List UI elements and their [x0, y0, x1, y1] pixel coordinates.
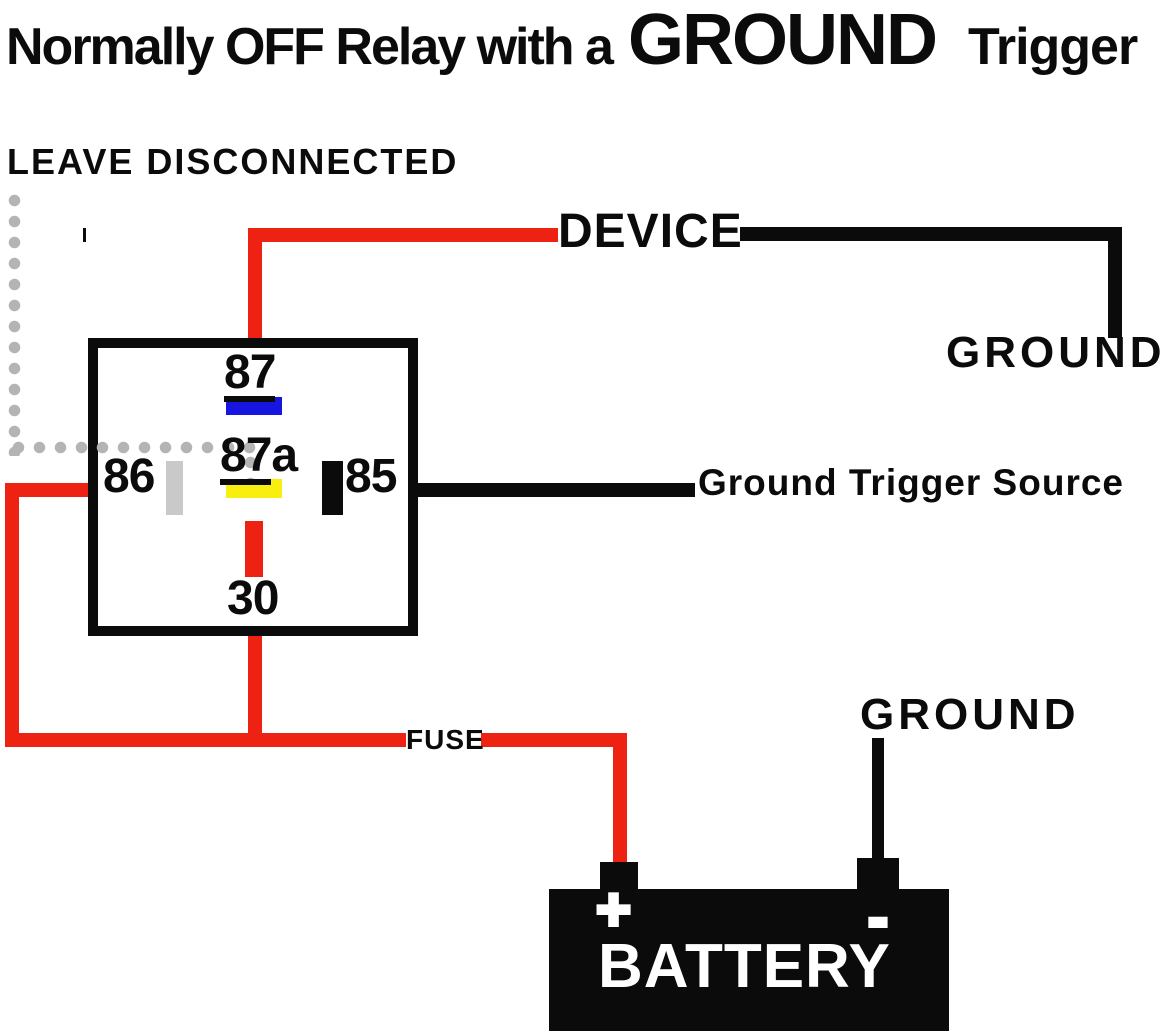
battery-label: BATTERY: [598, 932, 891, 1001]
device-ground-label: GROUND: [946, 328, 1166, 377]
battery-positive-terminal: [600, 862, 638, 892]
wire-red-bottom-left: [5, 733, 406, 747]
battery-positive-symbol: +: [594, 876, 633, 943]
wire-red-device: [250, 228, 558, 242]
wire-black-battery-ground: [872, 738, 884, 864]
pin-86-label: 86: [103, 450, 155, 503]
fuse-label: FUSE: [406, 724, 485, 755]
battery-negative-terminal: [857, 858, 899, 892]
pin-87-label: 87: [224, 349, 276, 402]
title-suffix: Trigger: [967, 18, 1138, 76]
wire-black-device-ground-drop: [1108, 227, 1122, 338]
wire-red-86: [5, 483, 93, 497]
device-label: DEVICE: [558, 205, 743, 258]
pin-30-label: 30: [227, 572, 279, 625]
wire-black-trigger: [415, 483, 695, 497]
wire-red-battery-drop: [613, 733, 627, 866]
wire-red-30-drop: [248, 630, 262, 747]
battery-box: [549, 889, 949, 1031]
pin-30-terminal: [245, 521, 263, 577]
wire-black-device-ground: [740, 227, 1122, 241]
stray-mark: [83, 228, 86, 242]
wire-red-left-vertical: [5, 483, 19, 747]
dotted-line-horizontal: [8, 441, 258, 454]
battery-negative-symbol: -: [866, 884, 890, 951]
pin-87a-base-text: 87: [220, 432, 272, 485]
title-emphasis: GROUND: [627, 0, 938, 80]
pin-87-text: 87: [224, 349, 276, 402]
dotted-line-drop: [244, 452, 257, 484]
pin-87a-suffix-text: a: [271, 429, 298, 482]
pin-85-terminal: [322, 461, 343, 515]
wire-red-bottom-right: [481, 733, 627, 747]
ground-trigger-source-label: Ground Trigger Source: [698, 462, 1124, 503]
diagram-title: Normally OFF Relay with a GROUND Trigger: [6, 0, 1138, 80]
wire-red-87-vertical: [248, 228, 262, 340]
battery-ground-label: GROUND: [860, 690, 1080, 739]
pin-85-label: 85: [345, 450, 397, 503]
dotted-line-vertical: [8, 190, 21, 456]
leave-disconnected-label: LEAVE DISCONNECTED: [7, 141, 459, 182]
pin-87a-label: 87a: [220, 429, 298, 485]
title-prefix: Normally OFF Relay with a: [6, 18, 614, 76]
pin-86-terminal: [166, 461, 183, 515]
